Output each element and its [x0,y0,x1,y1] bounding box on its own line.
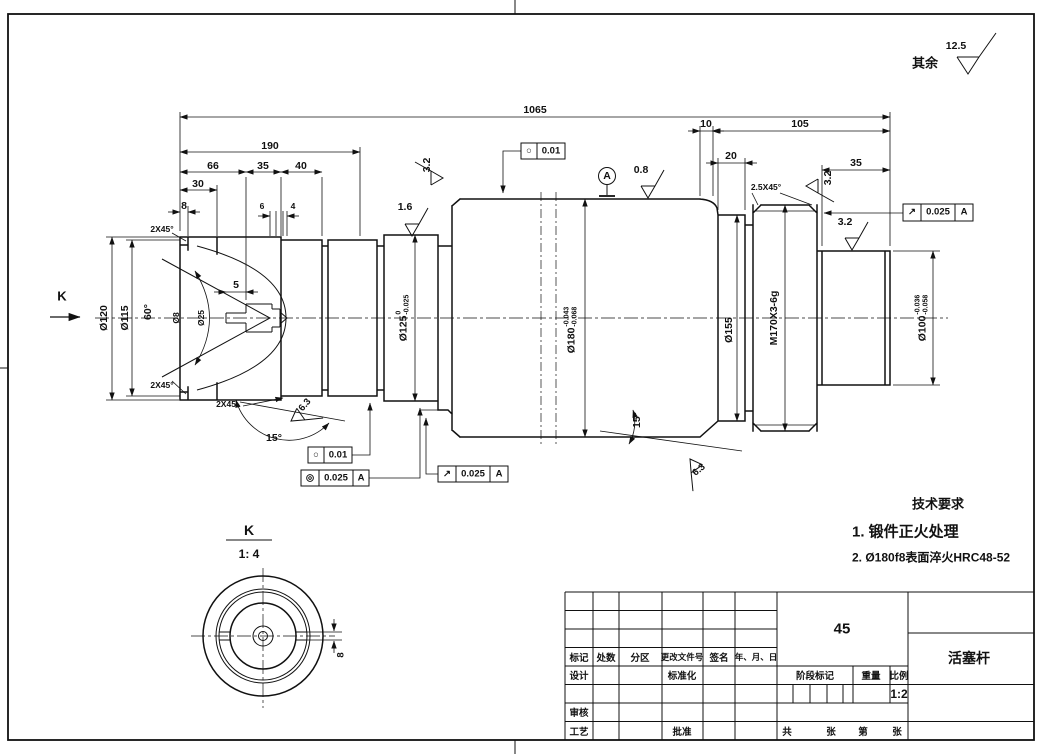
dim-190: 190 [261,140,279,152]
datum-label: A [603,170,611,182]
tb-stage: 阶段标记 [795,671,835,682]
tb-process: 工艺 [569,727,589,738]
leader-lines [50,192,813,452]
dim-30: 30 [192,178,204,190]
dim-6: 6 [259,201,265,211]
circularity2-value: 0.01 [328,449,348,461]
roughness-symbols [290,32,997,492]
k-view [202,539,324,697]
k-arrow-label: K [57,288,67,304]
circularity-value: 0.01 [541,145,561,157]
tb-sheet2: 张 [892,727,902,738]
surface-note-value: 12.5 [945,40,967,52]
tb-mark: 标记 [569,653,589,664]
dim-66: 66 [207,160,219,172]
runout-icon: ↗ [443,468,451,480]
dia-120: Ø120 [98,305,110,331]
roughness-0_8: 0.8 [633,164,649,176]
tech-req-title: 技术要求 [911,496,965,512]
circularity-icon: ○ [526,145,532,157]
roughness-3_2-step: 3.2 [421,157,433,173]
tb-scale-label: 比例 [889,671,909,682]
tech-req-item2: 2. Ø180f8表面淬火HRC48-52 [852,550,1011,565]
dim-105: 105 [791,118,809,130]
concentricity-datum: A [357,472,365,484]
tb-check: 审核 [569,708,589,719]
roughness-3_2-thread: 3.2 [822,170,834,186]
tb-page: 第 [858,727,868,738]
dia-100: Ø100-0.036-0.058 [914,294,930,342]
thread-spec: M170X3-6g [768,290,780,346]
angle-15-head: 15° [266,432,282,444]
dia-8: Ø8 [171,312,181,324]
k-view-scale: 1: 4 [238,547,260,561]
dim-4: 4 [290,201,296,211]
chamfer-thread: 2.5X45° [750,182,782,192]
runout-value: 0.025 [461,468,485,480]
runout2-datum: A [960,206,968,218]
roughness-1_6: 1.6 [397,201,413,213]
dim-10: 10 [700,118,712,130]
tb-count: 处数 [596,653,616,664]
tb-weight: 重量 [861,671,881,682]
tech-req-item1: 1. 锻件正火处理 [852,523,959,541]
tb-date: 年、月、日 [734,652,778,662]
dia-155: Ø155 [723,317,735,343]
tb-total: 共 [782,727,792,738]
dim-35: 35 [257,160,269,172]
chamfer-2x45-bottom: 2X45° [150,380,174,390]
angle-60: 60° [142,304,154,320]
circularity2-icon: ○ [313,449,319,461]
tb-part-name: 活塞杆 [948,650,990,666]
concentricity-value: 0.025 [324,472,348,484]
title-block-grid [564,591,1034,741]
tb-sheet1: 张 [826,727,836,738]
runout-datum: A [495,468,503,480]
centerlines [95,192,948,708]
dim-8: 8 [181,200,187,212]
chamfer-2x45-top: 2X45° [150,224,174,234]
runout2-icon: ↗ [908,206,916,218]
tb-sign: 签名 [709,653,729,664]
tb-doc: 更改文件号 [660,652,704,662]
chamfer-2x45-leader: 2X45 [216,399,236,409]
tb-material: 45 [833,620,851,638]
dim-overall: 1065 [523,104,547,116]
tb-design: 设计 [569,671,589,682]
dia-115: Ø115 [119,305,131,331]
surface-note-prefix: 其余 [911,55,939,71]
concentricity-icon: ◎ [305,472,315,484]
angle-15-taper: 15° [631,412,643,428]
dim-5: 5 [233,279,239,291]
k-view-title: K [243,522,255,538]
roughness-3_2-end: 3.2 [837,216,853,228]
dimension-lines [109,114,936,653]
dim-35b: 35 [850,157,862,169]
runout2-value: 0.025 [926,206,950,218]
tb-zone: 分区 [630,653,650,664]
tb-std: 标准化 [667,671,697,682]
tb-scale-value: 1:2 [890,687,908,701]
gdt-frames [300,142,974,487]
dim-40: 40 [295,160,307,172]
k-slot-dim: 8 [335,652,347,658]
dia-180: Ø180-0.043-0.068 [563,306,579,354]
dim-20: 20 [725,150,737,162]
tb-approve: 批准 [672,727,692,738]
dia-25: Ø25 [196,309,206,327]
